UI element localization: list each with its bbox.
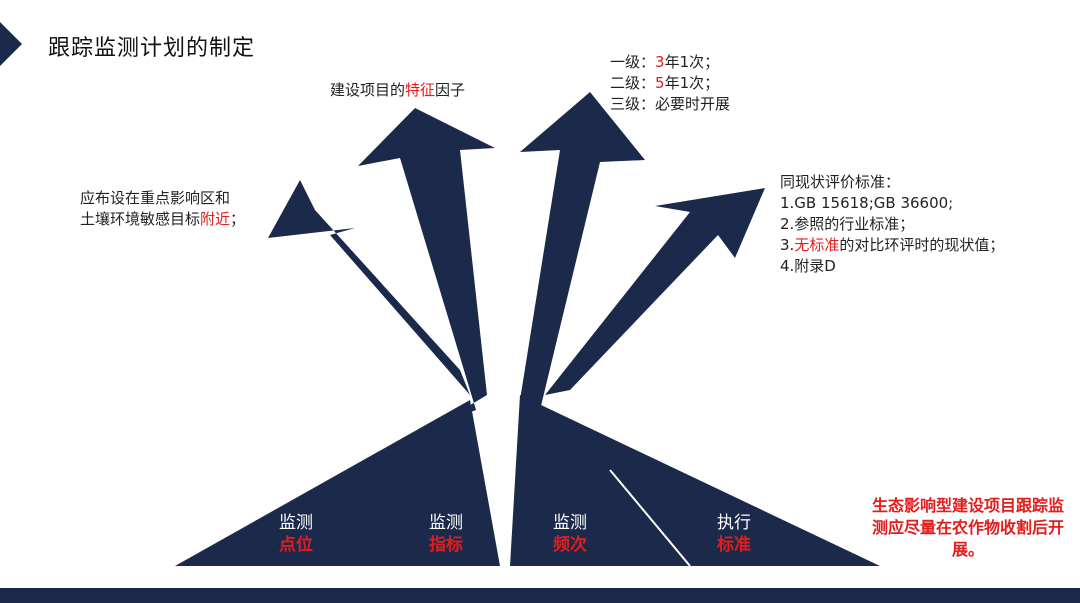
note-frequency: 一级：3年1次； 二级：5年1次； 三级：必要时开展 [610, 53, 731, 113]
arrow-center-left [358, 108, 495, 425]
label-frequency: 监测频次 [553, 513, 587, 555]
label-point: 监测点位 [279, 513, 313, 555]
base-triangle-left [175, 400, 500, 566]
arrow-left [268, 180, 470, 395]
note-location: 应布设在重点影响区和 土壤环境敏感目标附近； [80, 189, 246, 228]
label-standard: 执行标准 [717, 513, 751, 555]
title-marker [0, 22, 22, 66]
side-note: 生态影响型建设项目跟踪监测应尽量在农作物收割后开展。 [871, 496, 1064, 559]
note-indicator: 建设项目的特征因子 [330, 81, 466, 99]
page-title: 跟踪监测计划的制定 [48, 36, 256, 61]
base-triangle-right [510, 395, 880, 566]
arrow-right [545, 188, 765, 395]
arrow-center-right [520, 92, 645, 410]
label-indicator: 监测指标 [429, 513, 463, 555]
bottom-bar [0, 588, 1080, 603]
note-standard: 同现状评价标准： 1.GB 15618;GB 36600; 2.参照的行业标准；… [780, 173, 1005, 275]
right-divider [609, 469, 691, 567]
